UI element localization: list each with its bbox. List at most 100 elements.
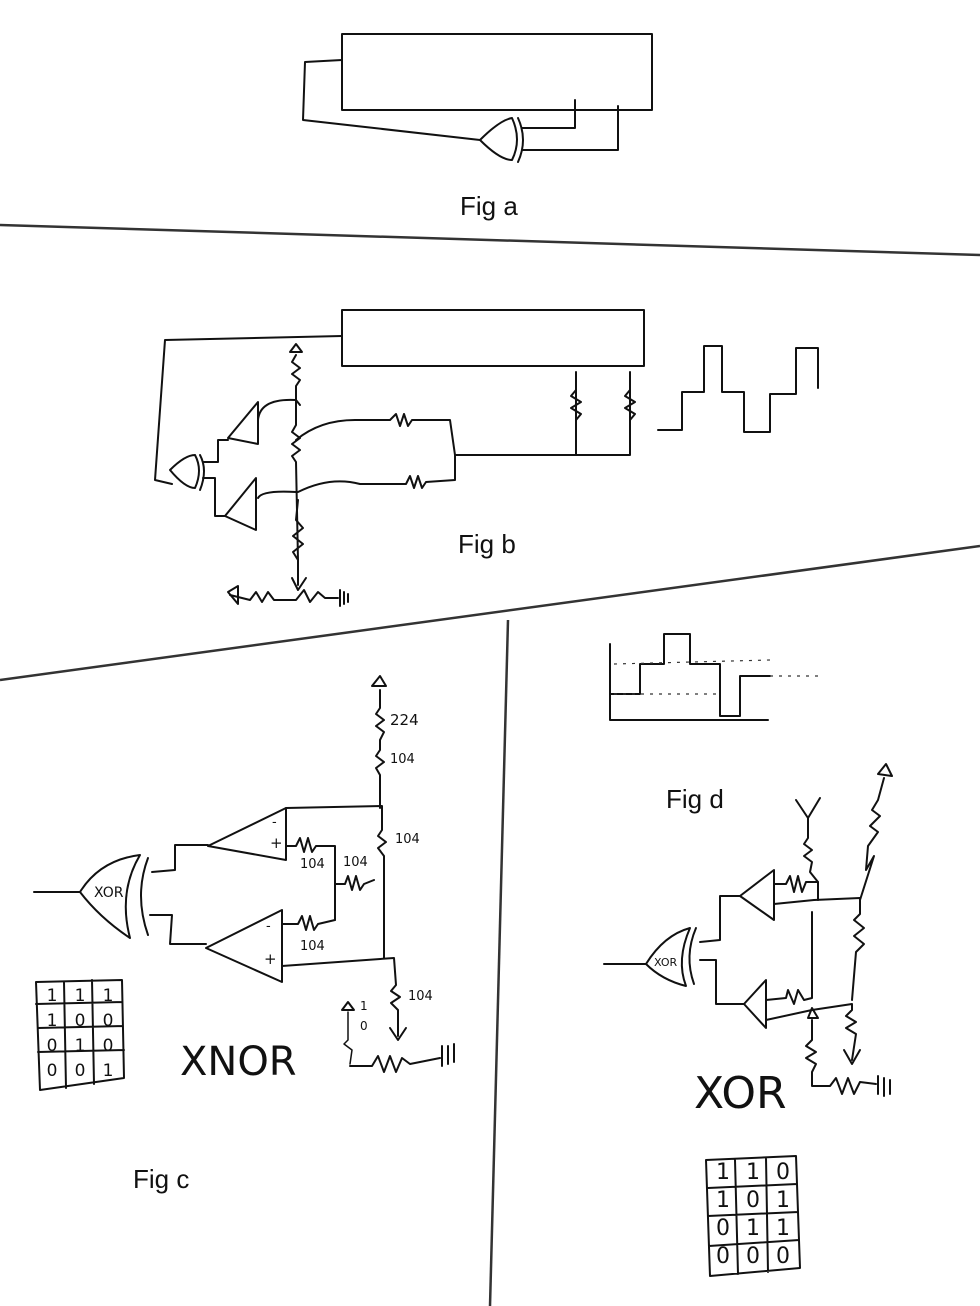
ground-icon xyxy=(441,1043,455,1067)
xor-gate-back-curve xyxy=(199,454,205,491)
diagram-title: XNOR xyxy=(180,1039,297,1085)
figure-b: Fig b xyxy=(154,309,819,607)
resistor-label: 104 xyxy=(395,832,420,847)
truth-table-cell: 1 xyxy=(103,986,114,1006)
vcc-arrow-icon xyxy=(877,763,893,777)
opamp-bottom-plus: + xyxy=(264,950,277,968)
truth-table-cell: 0 xyxy=(47,1036,58,1056)
truth-table-cell: 0 xyxy=(746,1188,760,1213)
opamp-bottom-icon xyxy=(205,909,283,983)
opamp-bottom-minus: - xyxy=(266,919,271,934)
resistor-label: 104 xyxy=(300,857,325,872)
pot-resistor xyxy=(229,589,339,603)
divider-chain xyxy=(291,399,301,561)
resistor-mid xyxy=(285,805,387,959)
wire xyxy=(257,398,301,421)
truth-table-cell: 0 xyxy=(776,1160,790,1185)
truth-table-cell: 1 xyxy=(103,1061,114,1081)
truth-table-cell: 0 xyxy=(75,1011,86,1031)
truth-table xyxy=(35,979,125,1091)
truth-table-cell: 0 xyxy=(776,1244,790,1269)
resistor-label: 104 xyxy=(343,855,368,870)
truth-table-cell: 1 xyxy=(716,1160,730,1185)
wire xyxy=(202,439,229,463)
vcc-arrow-icon xyxy=(227,585,239,605)
wire xyxy=(151,844,209,873)
switch-label: 0 xyxy=(360,1019,368,1033)
opamp-bottom-icon xyxy=(224,477,257,531)
resistor-chain-top xyxy=(375,689,385,809)
truth-table-cell: 1 xyxy=(776,1216,790,1241)
xor-gate-back-curve xyxy=(688,927,697,985)
resistor-label: 104 xyxy=(390,752,415,767)
pot-resistor xyxy=(349,1055,441,1073)
xor-gate-back-curve xyxy=(140,857,149,936)
ground-icon xyxy=(877,1075,891,1097)
truth-table-cell: 0 xyxy=(103,1011,114,1031)
resistor-top-input xyxy=(795,797,821,883)
resistor-feedback-top xyxy=(285,837,336,921)
resistor-bottom xyxy=(765,1003,857,1061)
axis xyxy=(609,643,769,721)
figure-d: Fig d XOR XOR xyxy=(603,633,893,1277)
shift-register-block xyxy=(341,309,645,367)
resistor-bottom xyxy=(292,499,304,586)
truth-table-cell: 0 xyxy=(103,1036,114,1056)
tap-wire-2 xyxy=(297,371,631,493)
caption-fig-c: Fig c xyxy=(133,1164,189,1194)
xor-gate-icon xyxy=(479,117,518,161)
truth-table-cell: 1 xyxy=(47,986,58,1006)
truth-table-cell: 1 xyxy=(746,1160,760,1185)
resistor-feedback-bottom xyxy=(281,915,336,931)
xor-gate-back-curve xyxy=(517,117,524,163)
truth-table-cell: 1 xyxy=(75,1036,86,1056)
wire xyxy=(149,914,207,945)
vcc-arrow-icon xyxy=(371,675,387,687)
feedback-wire xyxy=(302,59,481,141)
figure-a: Fig a xyxy=(302,33,653,221)
feedback-wire xyxy=(154,335,343,485)
resistor-tap-2 xyxy=(624,389,636,421)
truth-table-cell: 0 xyxy=(75,1061,86,1081)
resistor-chain xyxy=(773,897,865,1001)
resistor-label: 104 xyxy=(408,989,433,1004)
opamp-top-icon xyxy=(227,401,259,445)
resistor-bottom xyxy=(281,957,401,1037)
opamp-top-minus: - xyxy=(272,815,277,830)
wiper-arrow-icon xyxy=(843,1049,861,1065)
truth-table-cell: 1 xyxy=(776,1188,790,1213)
waveform xyxy=(609,633,771,717)
truth-table-cell: 1 xyxy=(75,986,86,1006)
resistor-bottom-feedback xyxy=(765,911,813,1005)
ground-icon xyxy=(339,589,349,607)
wiper-arrow-icon xyxy=(291,577,307,591)
wiper-arrow-icon xyxy=(389,1027,407,1041)
caption-fig-d: Fig d xyxy=(666,784,724,814)
truth-table xyxy=(705,1155,801,1277)
vcc-arrow-icon xyxy=(341,1001,355,1011)
resistor-label: 224 xyxy=(390,711,419,729)
switch-label: 1 xyxy=(360,999,368,1013)
truth-table-cell: 1 xyxy=(746,1216,760,1241)
wire xyxy=(699,959,745,1005)
xor-gate-icon xyxy=(79,854,141,939)
truth-table-cell: 0 xyxy=(716,1244,730,1269)
figure-c: XOR - + - + 224 104 104 104 104 104 104 … xyxy=(33,675,455,1194)
resistor-side xyxy=(334,875,375,891)
resistor-top xyxy=(291,354,301,401)
opamp-bottom-icon xyxy=(743,979,767,1029)
divider-b-cd xyxy=(0,544,980,682)
gate-label: XOR xyxy=(654,956,677,969)
switch xyxy=(343,1011,353,1065)
vcc-arrow-icon xyxy=(289,343,303,353)
tap-wire-2 xyxy=(521,105,619,151)
caption-fig-b: Fig b xyxy=(458,529,516,559)
diagram-title: XOR xyxy=(694,1068,787,1119)
truth-table-cell: 0 xyxy=(716,1216,730,1241)
tap-wire-1 xyxy=(521,99,576,129)
divider-a-b xyxy=(0,223,980,257)
wire xyxy=(202,477,226,517)
